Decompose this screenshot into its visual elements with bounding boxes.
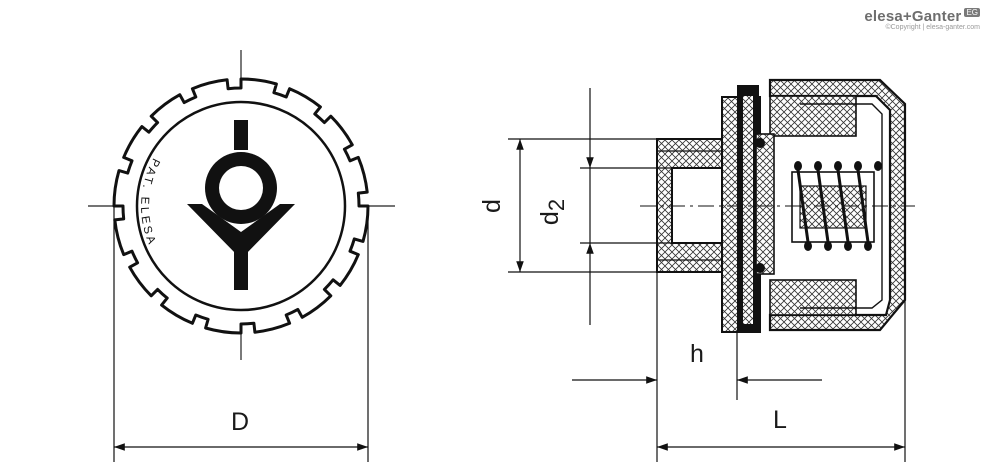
inner-core: [755, 133, 775, 275]
brand-copyright: ©Copyright | elesa-ganter.com: [885, 24, 980, 31]
dimension-D: [113, 206, 369, 462]
breather-symbol-icon: [187, 120, 295, 290]
dimension-label-d: d: [478, 199, 506, 213]
brand-name: elesa+Ganter: [864, 8, 962, 25]
brand-badge: EG: [964, 8, 980, 17]
dimension-d2: [580, 88, 672, 325]
dimension-d: [508, 138, 657, 273]
dimension-label-L: L: [773, 406, 787, 434]
dimension-label-D: D: [231, 408, 249, 436]
front-view: PAT. ELESA D: [88, 50, 395, 462]
knurled-outer-edge: [112, 77, 370, 335]
dimension-label-d2: d2: [536, 199, 569, 225]
side-view: d d2 h L: [478, 78, 915, 462]
dimension-L: [656, 300, 906, 462]
dimension-h: [572, 272, 822, 400]
spring: [791, 161, 882, 251]
dimension-label-h: h: [690, 340, 704, 368]
